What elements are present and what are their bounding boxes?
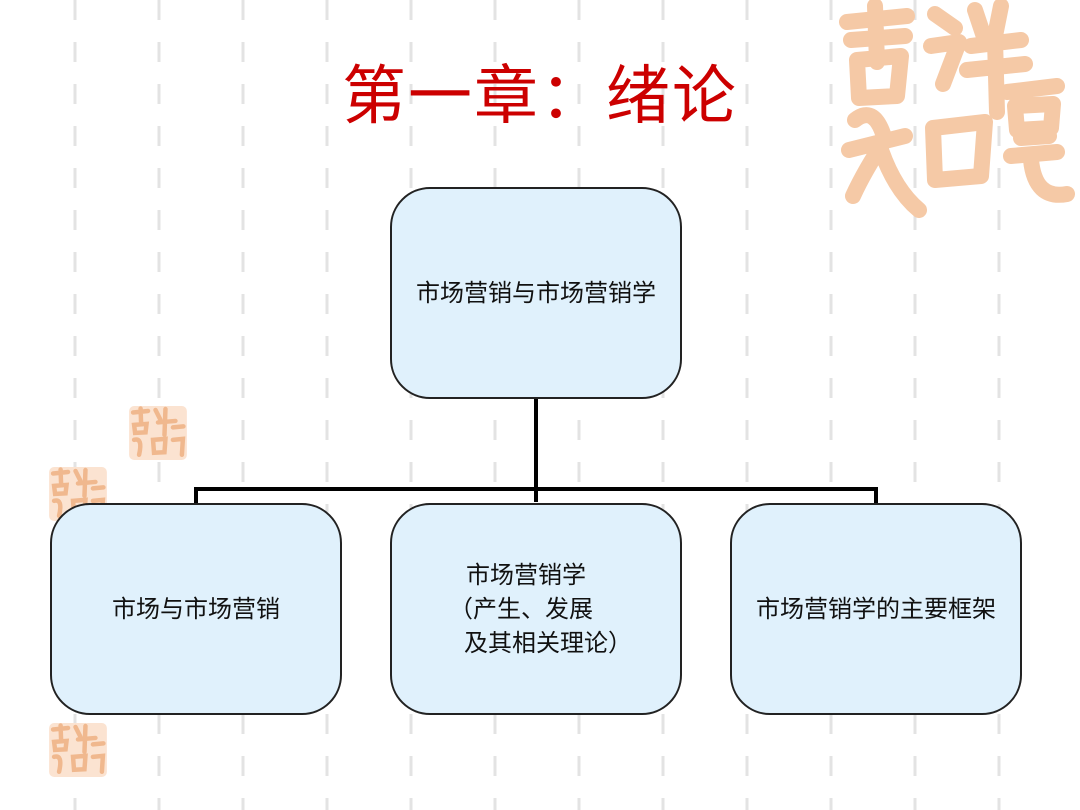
child-node-line: 及其相关理论） [464,629,632,657]
small-auspicious-seal-logo [129,405,187,461]
slide-title: 第一章：绪论 [342,60,738,134]
child-node-label: 市场营销学的主要框架 [756,595,996,623]
root-node: 市场营销与市场营销学 [390,187,682,399]
child-node-marketing-science: 市场营销学 （产生、发展 及其相关理论） [390,503,682,715]
small-auspicious-seal-logo [49,722,107,778]
child-node-line: （产生、发展 [449,595,593,623]
large-auspicious-seal-logo [839,0,1075,218]
child-node-market: 市场与市场营销 [50,503,342,715]
child-node-framework: 市场营销学的主要框架 [730,503,1022,715]
child-node-label: 市场与市场营销 [112,595,280,623]
root-node-label: 市场营销与市场营销学 [416,279,656,307]
child-node-line: 市场营销学 [466,561,586,589]
